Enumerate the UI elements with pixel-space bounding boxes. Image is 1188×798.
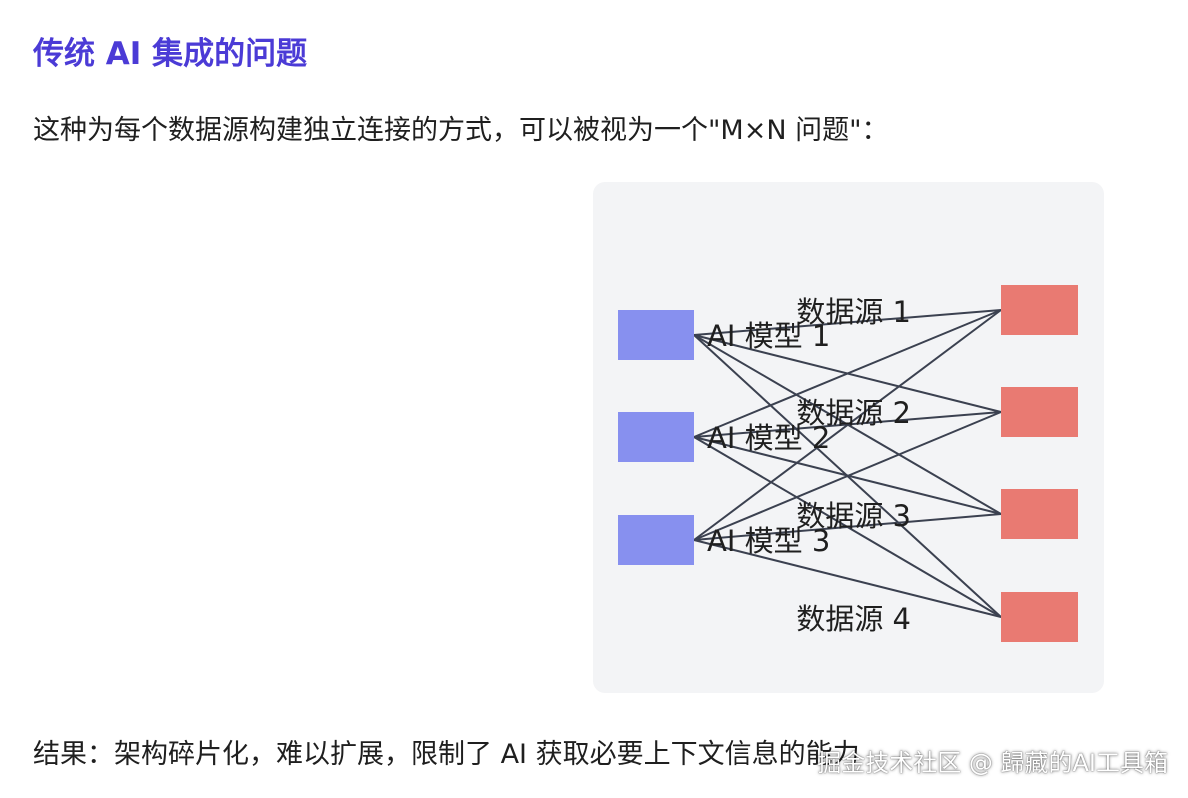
connection-line-m1-s1 [693, 309, 1002, 336]
diagram-labels: AI 模型 1 AI 模型 2 AI 模型 3 数据源 1 数据源 2 数据源 3 数据源 … [707, 295, 911, 636]
ai-model-node-3 [618, 515, 694, 565]
connection-lines [693, 309, 1002, 618]
connection-line-m3-s4 [693, 539, 1002, 618]
data-source-node-3 [1001, 489, 1078, 539]
section-heading: 传统 AI 集成的问题 [33, 36, 308, 72]
connection-line-m3-s1 [693, 309, 1002, 541]
result-paragraph: 结果：架构碎片化，难以扩展，限制了 AI 获取必要上下文信息的能力 [33, 739, 860, 770]
intro-paragraph: 这种为每个数据源构建独立连接的方式，可以被视为一个"M×N 问题"： [33, 115, 889, 146]
data-source-node-2 [1001, 387, 1078, 437]
connection-line-m3-s3 [693, 513, 1002, 541]
data-source-label-2: 数据源 2 [796, 396, 911, 430]
ai-model-node-2 [618, 412, 694, 462]
data-source-label-3: 数据源 3 [796, 499, 911, 533]
mxn-connection-diagram: AI 模型 1 AI 模型 2 AI 模型 3 数据源 1 数据源 2 数据源 3 数据源 … [618, 285, 1078, 642]
diagram-nodes [618, 285, 1078, 642]
ai-model-label-1: AI 模型 1 [707, 319, 830, 353]
ai-model-label-3: AI 模型 3 [707, 524, 830, 558]
data-source-node-4 [1001, 592, 1078, 642]
data-source-label-4: 数据源 4 [796, 602, 911, 636]
connection-line-m3-s2 [693, 411, 1002, 541]
mxn-diagram-panel: AI 模型 1 AI 模型 2 AI 模型 3 数据源 1 数据源 2 数据源 3 数据源 … [593, 182, 1104, 693]
ai-model-label-2: AI 模型 2 [707, 421, 830, 455]
watermark-text: 掘金技术社区 @ 歸藏的AI工具箱 [817, 749, 1168, 777]
data-source-label-1: 数据源 1 [796, 295, 911, 329]
data-source-node-1 [1001, 285, 1078, 335]
ai-model-node-1 [618, 310, 694, 360]
connection-line-m2-s1 [693, 309, 1002, 438]
